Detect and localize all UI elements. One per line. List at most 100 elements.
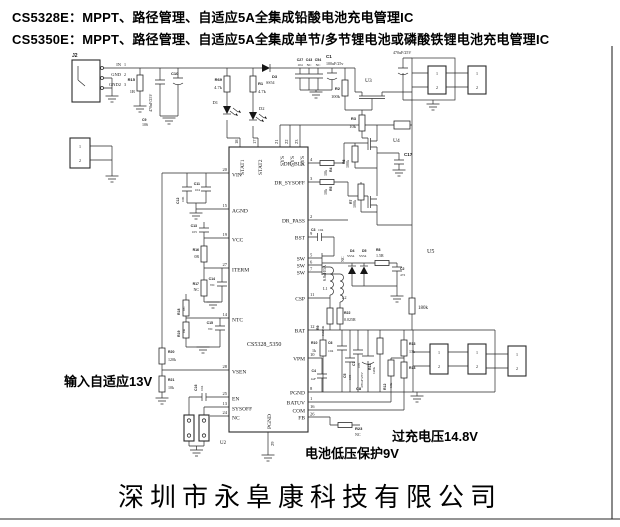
r13-val: 13k: [409, 349, 415, 354]
r17-val: NC: [193, 287, 199, 292]
resistor-r11: [376, 337, 384, 355]
pin-num-bat: 12: [310, 324, 315, 329]
resistor-r10: [319, 339, 327, 357]
d4-val: SS54: [347, 254, 355, 258]
r69-ref: R69: [215, 77, 223, 82]
connector-left: [69, 137, 91, 169]
pin-num-pgnd: 8: [310, 386, 313, 391]
resistor-r18: [182, 299, 190, 317]
resistor-r14: [400, 361, 408, 379]
r7-ref: R7: [349, 199, 353, 204]
r19-ref: R19: [177, 331, 181, 337]
pin-num-en: 25: [223, 391, 228, 396]
pin-num-batuv: 1: [310, 396, 312, 401]
r15-ref: R15: [128, 77, 136, 82]
c5-ref: C5: [343, 373, 347, 378]
c6-ref: C6: [328, 341, 333, 345]
c2-ref: C2: [400, 267, 405, 271]
resistor-r4: [319, 160, 335, 166]
pin-batuv: BATUV: [287, 401, 305, 407]
connector-bat-3: [507, 345, 527, 377]
r12-val: 13k: [389, 383, 393, 389]
resistor-r3: [358, 114, 366, 132]
blocks: [69, 57, 527, 442]
r6-ref: R6: [342, 159, 346, 164]
c15-ref: C15: [207, 321, 213, 325]
c5-val: 105: [348, 375, 352, 381]
c6-val: 104: [328, 349, 334, 353]
pin-num-nc: 24: [223, 410, 228, 415]
pin-num-vcc: 19: [223, 232, 228, 237]
conn-bat2-p2: 2: [476, 364, 478, 369]
title-line-2: CS5350E：MPPT、路径管理、自适应5A全集成单节/多节锂电池或磷酸铁锂电…: [12, 32, 550, 47]
pin-vin: VIN: [232, 173, 242, 179]
pin-sys2: SYS: [290, 156, 296, 166]
resistor-r12: [387, 359, 395, 377]
c4-val: 1uF: [311, 377, 317, 381]
c9-val: 106: [142, 122, 148, 127]
pin-iterm: ITERM: [232, 268, 249, 274]
r7-val: 100k: [352, 200, 357, 208]
note-overcharge-voltage: 过充电压14.8V: [392, 429, 478, 444]
pin-num-iterm: 27: [223, 262, 228, 267]
r16-ref: R16: [193, 248, 199, 252]
pin-en: EN: [232, 397, 239, 403]
r5-val: 10k: [323, 189, 328, 195]
resistor-r23: [337, 422, 353, 428]
conn-left-p1: 1: [79, 144, 81, 149]
resistor-r2: [341, 79, 349, 97]
pin-num-sw6: 6: [310, 260, 313, 265]
r21-ref: R21: [168, 378, 174, 382]
conn-bat3-p2: 2: [516, 366, 518, 371]
r1-val: 4.7k: [258, 89, 267, 94]
r22-val: 0.025R: [344, 317, 356, 322]
c3-val: 104: [318, 228, 324, 232]
c16-ref: C16: [194, 385, 198, 391]
c14-ref: C14: [209, 277, 215, 281]
pin-vsen: VSEN: [232, 370, 246, 376]
pin-num-drpass: 2: [310, 214, 312, 219]
led-d1: [223, 106, 231, 114]
c1-ref: C1: [326, 54, 332, 59]
r2-ref: R2: [335, 86, 341, 91]
diodes: [223, 64, 368, 274]
r23-val: NC: [355, 432, 361, 437]
c9-ref: C9: [142, 118, 147, 122]
conn-bat1-p2: 2: [438, 364, 440, 369]
pin-vcc: VCC: [232, 238, 244, 244]
pin-drblk: DR_BLK: [284, 162, 305, 168]
c54-ref: C54: [315, 58, 321, 62]
c13-val: 105: [192, 230, 198, 234]
d5-ref: D5: [362, 249, 367, 253]
resistor-r8: [374, 260, 390, 266]
note-battery-low-protect: 电池低压保护9V: [305, 446, 399, 461]
r69-val: 4.7k: [214, 85, 223, 90]
c16-val: 104: [200, 386, 204, 392]
conn-bat3-p1: 1: [516, 352, 518, 357]
diode-d5: [360, 266, 368, 274]
connector-bat-1: [429, 343, 449, 375]
inductor-l1: [329, 266, 334, 296]
resistor-r7: [357, 183, 365, 201]
r19-val: 0R: [182, 328, 186, 333]
j2-n2: 2: [124, 72, 126, 77]
input-jack-j2: [71, 59, 101, 103]
resistor-r15: [136, 74, 144, 92]
c12-val: 106: [181, 197, 185, 203]
pin-nc: NC: [232, 416, 240, 422]
pin-sw5: SW: [297, 257, 306, 263]
c7-val: 105: [357, 363, 361, 369]
resistor-r19: [182, 321, 190, 339]
c2-val: 472: [400, 273, 406, 277]
pin-drsysoff: DR_SYSOFF: [274, 181, 305, 187]
r17-ref: R17: [193, 282, 199, 286]
company-name: 深圳市永阜康科技有限公司: [117, 483, 502, 513]
l1-ref: L1: [323, 286, 327, 291]
r5-ref: R5: [329, 186, 333, 191]
pin-num-stat1: 18: [234, 139, 239, 144]
pin-num-sys1: 21: [274, 140, 279, 145]
title-line-1: CS5328E：MPPT、路径管理、自适应5A全集成铅酸电池充电管理IC: [12, 10, 414, 25]
pin-sw6: SW: [297, 264, 306, 270]
pin-drpass: DR_PASS: [282, 219, 305, 225]
